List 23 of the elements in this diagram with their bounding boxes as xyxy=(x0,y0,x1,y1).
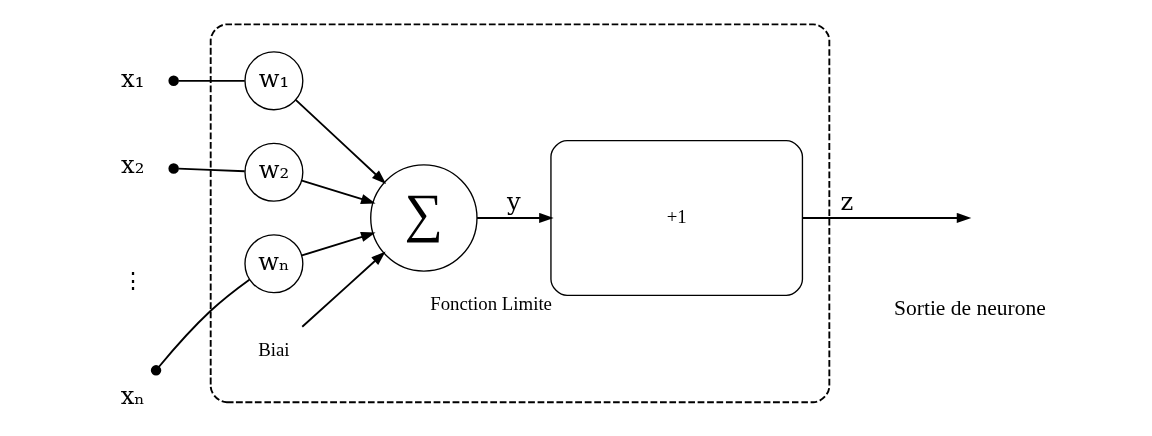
arrow xyxy=(801,212,971,224)
node-label: Fonction Limite xyxy=(429,293,552,315)
node-circle: w₂ xyxy=(243,142,303,202)
node-box: +1 xyxy=(549,140,803,296)
connector xyxy=(167,75,246,87)
connector xyxy=(167,163,246,174)
arrow xyxy=(300,179,376,204)
label: Sortie de neurone xyxy=(893,295,1046,320)
arrow xyxy=(294,98,386,185)
arrow xyxy=(300,251,386,328)
node-text: Biai xyxy=(257,339,290,361)
node-circle: wₙ xyxy=(243,234,303,294)
cluster xyxy=(209,23,830,404)
edge-label: z xyxy=(839,188,853,217)
node-circle: w₁ xyxy=(243,51,303,111)
node-text: x₂ xyxy=(120,150,144,179)
node-text: xₙ xyxy=(120,382,145,411)
label: ⋮ xyxy=(121,268,144,293)
edge-label: y xyxy=(506,188,521,217)
arrow xyxy=(300,232,376,257)
connector xyxy=(150,278,250,376)
node-text: x₁ xyxy=(120,64,144,93)
arrow xyxy=(475,212,554,224)
